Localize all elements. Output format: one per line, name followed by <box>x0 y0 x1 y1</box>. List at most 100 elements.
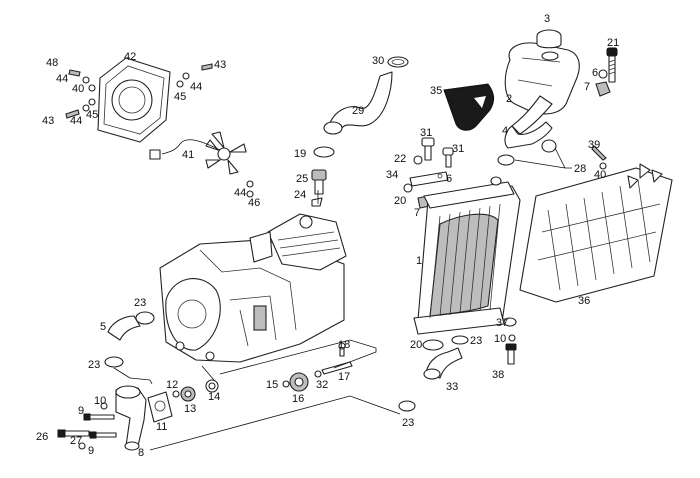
callout-15: 15 <box>266 379 278 391</box>
callout-26: 26 <box>36 431 48 443</box>
air-duct-35 <box>443 83 495 131</box>
callout-6a: 6 <box>592 67 598 79</box>
hose-4 <box>504 121 553 149</box>
washer-10b <box>100 402 108 410</box>
callout-35: 35 <box>430 85 442 97</box>
pump-elbow-8 <box>115 385 147 451</box>
pump-cover-11 <box>147 391 173 423</box>
callout-6b: 6 <box>446 173 452 185</box>
callout-31b: 31 <box>452 143 464 155</box>
bracket-34 <box>409 171 449 187</box>
bearing-14 <box>205 379 219 393</box>
washer-20a <box>403 183 413 193</box>
washer-10a <box>508 334 516 342</box>
callout-30: 30 <box>372 55 384 67</box>
bolt-9b <box>89 431 117 439</box>
nut-7 <box>595 81 611 97</box>
callout-23c: 23 <box>88 359 100 371</box>
bolt-31b <box>442 147 454 168</box>
fasteners-housing <box>65 63 213 119</box>
callout-10b: 10 <box>94 395 106 407</box>
radiator-1 <box>413 176 521 335</box>
hose-clamp-28b <box>541 139 557 153</box>
callout-9b: 9 <box>88 445 94 457</box>
bolt-39 <box>591 145 607 161</box>
callout-39: 39 <box>588 139 600 151</box>
callout-40a: 40 <box>72 83 84 95</box>
callout-23d: 23 <box>402 417 414 429</box>
bolt-38 <box>505 343 517 365</box>
washer-44d <box>246 180 254 188</box>
callout-36: 36 <box>578 295 590 307</box>
washer-40b <box>599 162 607 170</box>
impeller-13 <box>180 386 196 402</box>
washer-22 <box>413 155 423 165</box>
callout-25: 25 <box>296 173 308 185</box>
thermostat-housing-25 <box>311 169 327 195</box>
hose-clamp-28a <box>497 154 515 166</box>
callout-8: 8 <box>138 447 144 459</box>
callout-43b: 43 <box>214 59 226 71</box>
callout-34: 34 <box>386 169 398 181</box>
callout-4: 4 <box>502 125 508 137</box>
hose-clamp-23d <box>398 400 416 412</box>
callout-5: 5 <box>100 321 106 333</box>
callout-14: 14 <box>208 391 220 403</box>
callout-16: 16 <box>292 393 304 405</box>
fan-housing-42 <box>97 57 171 143</box>
callout-44a: 44 <box>56 73 68 85</box>
expansion-tank-cap <box>536 29 562 61</box>
clip-32 <box>314 370 322 378</box>
callout-37: 37 <box>496 317 508 329</box>
hose-clamp-23b <box>451 335 469 345</box>
washer-15 <box>282 380 290 388</box>
callout-46: 46 <box>248 197 260 209</box>
callout-40b: 40 <box>594 169 606 181</box>
expansion-tank <box>504 42 580 135</box>
callout-44c: 44 <box>190 81 202 93</box>
callout-28: 28 <box>574 163 586 175</box>
part-12 <box>172 390 180 398</box>
callout-19: 19 <box>294 148 306 160</box>
washer-46 <box>246 190 254 198</box>
shaft-17 <box>321 361 353 375</box>
washer-6 <box>598 69 608 79</box>
callout-9a: 9 <box>78 405 84 417</box>
callout-2: 2 <box>506 93 512 105</box>
callout-33: 33 <box>446 381 458 393</box>
callout-31a: 31 <box>420 127 432 139</box>
cylinder-head <box>249 213 347 271</box>
callout-20b: 20 <box>410 339 422 351</box>
radiator-hose-29 <box>323 71 393 135</box>
callout-18: 18 <box>338 339 350 351</box>
callout-41: 41 <box>182 149 194 161</box>
callout-17: 17 <box>338 371 350 383</box>
gasket-24 <box>311 197 323 207</box>
callout-1: 1 <box>416 255 422 267</box>
cooling-fan-41 <box>149 131 247 175</box>
gear-16 <box>289 372 309 392</box>
hose-clamp-23a <box>135 311 155 325</box>
callout-44b: 44 <box>70 115 82 127</box>
callout-27: 27 <box>70 435 82 447</box>
grommet-37 <box>503 317 517 327</box>
hose-clamp-30 <box>387 56 409 68</box>
callout-3: 3 <box>544 13 550 25</box>
radiator-cover-36 <box>519 163 673 303</box>
callout-7a: 7 <box>584 81 590 93</box>
callout-10a: 10 <box>494 333 506 345</box>
hose-clamp-19 <box>313 146 335 158</box>
bolt-26 <box>57 429 90 438</box>
callout-42: 42 <box>124 51 136 63</box>
callout-29: 29 <box>352 105 364 117</box>
callout-22: 22 <box>394 153 406 165</box>
callout-7b: 7 <box>414 207 420 219</box>
callout-45a: 45 <box>86 109 98 121</box>
air-duct-35-opening <box>474 96 486 108</box>
callout-21: 21 <box>607 37 619 49</box>
engine-block <box>159 239 345 363</box>
bolt-9a <box>83 413 115 421</box>
callout-45b: 45 <box>174 91 186 103</box>
